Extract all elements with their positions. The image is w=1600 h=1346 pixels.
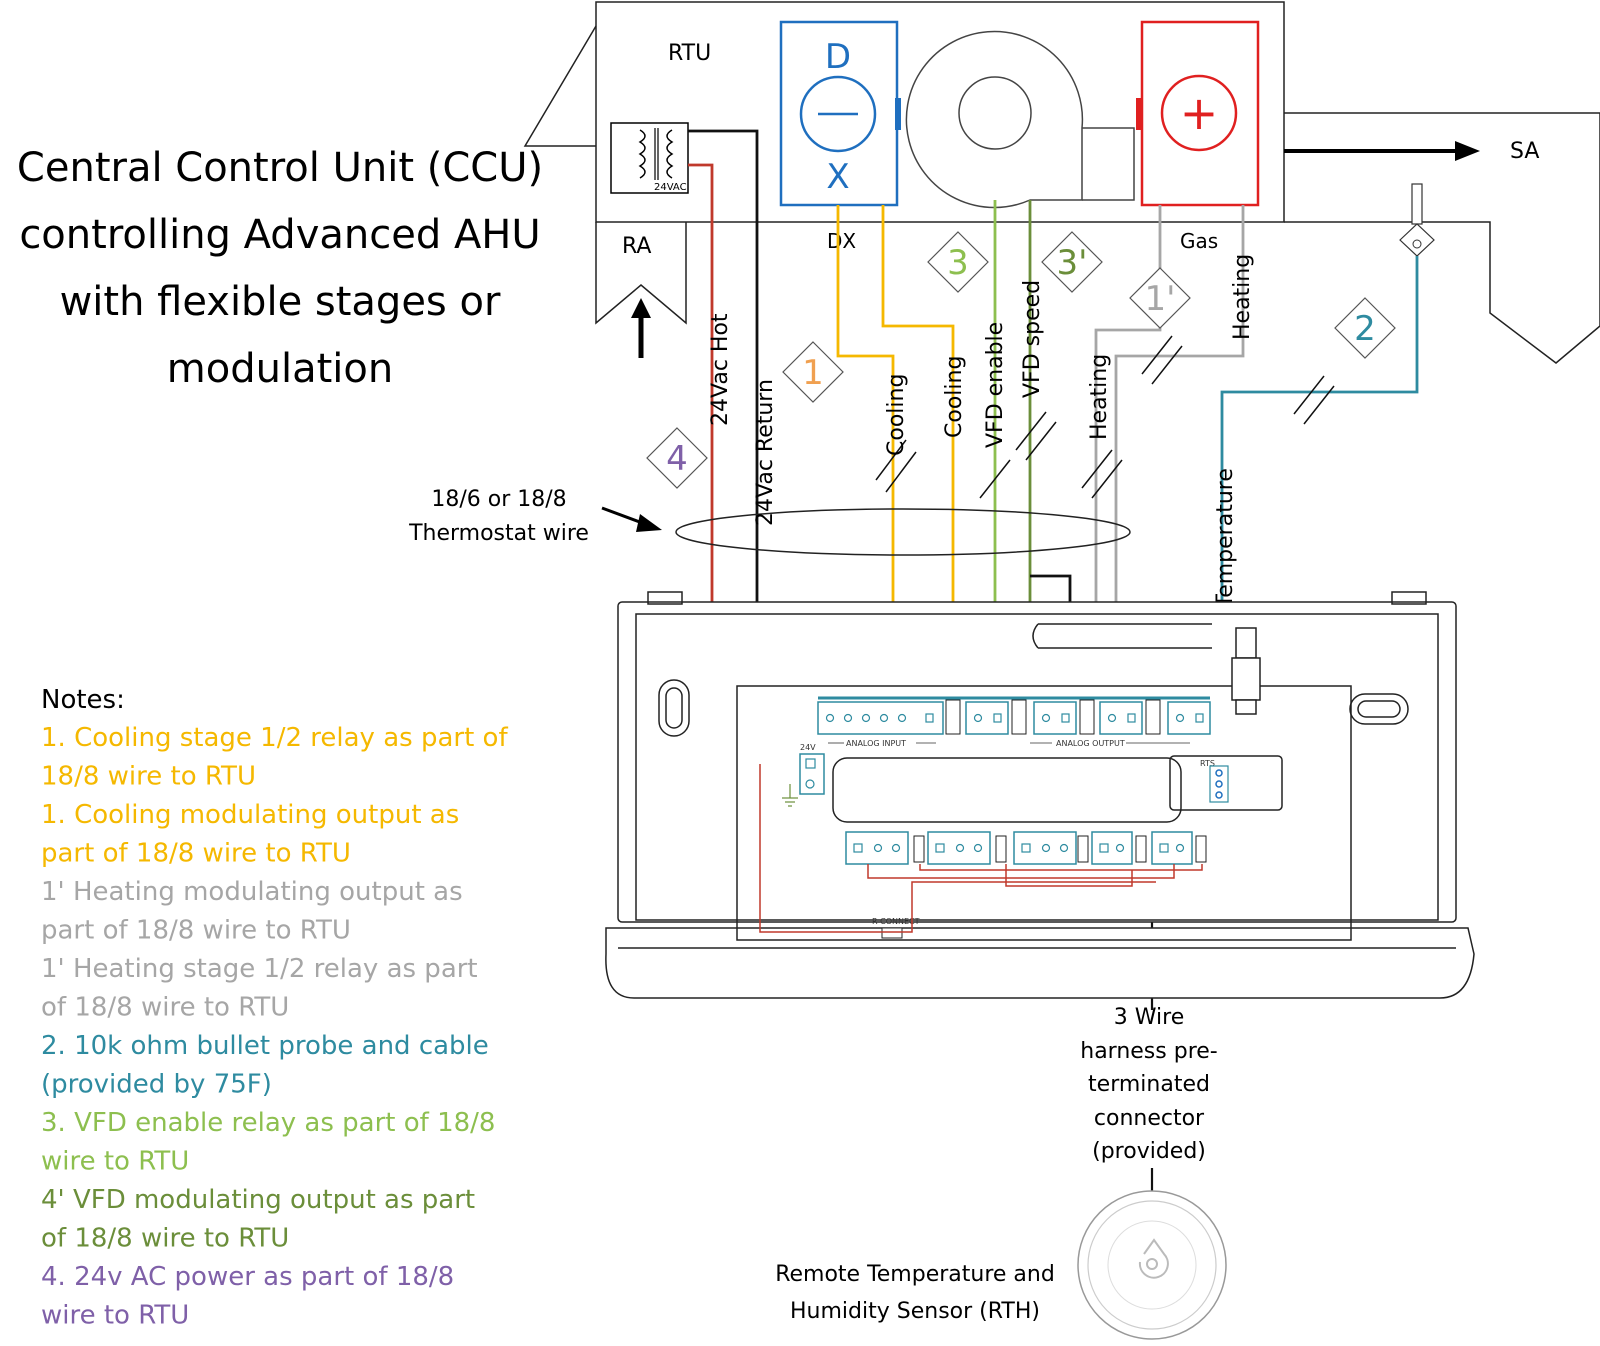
blower-fan-icon: [905, 30, 1135, 209]
badge-1-prime: 1': [1129, 267, 1191, 329]
svg-text:1': 1': [1145, 279, 1176, 319]
note-8-line-2: wire to RTU: [41, 1301, 189, 1331]
svg-text:2: 2: [1354, 309, 1376, 349]
note-6-line-2: wire to RTU: [41, 1147, 189, 1177]
power-24v-label: 24V: [800, 743, 816, 752]
label-heating-1: Heating: [1087, 354, 1112, 440]
bullet-probe-icon: [1399, 183, 1435, 257]
title-line-4: modulation: [167, 346, 393, 392]
note-4-line-1: 1' Heating stage 1/2 relay as part: [41, 954, 478, 984]
ra-label: RA: [622, 234, 651, 259]
relay-terminals: [845, 831, 1193, 865]
note-5-line-1: 2. 10k ohm bullet probe and cable: [41, 1031, 489, 1061]
heater-plus: +: [1180, 86, 1219, 140]
transformer-icon: 24VAC: [610, 122, 689, 194]
gas-heater-icon: +: [1136, 20, 1260, 207]
title-line-1: Central Control Unit (CCU): [17, 145, 543, 191]
analog-output-label: ANALOG OUTPUT: [1056, 739, 1125, 748]
notes-heading: Notes:: [41, 685, 125, 715]
dx-letter-x: X: [826, 157, 849, 197]
svg-text:3: 3: [947, 243, 969, 283]
note-6-line-1: 3. VFD enable relay as part of 18/8: [41, 1108, 495, 1138]
badges: 1 3 3' 1' 2 4: [646, 231, 1396, 489]
badge-2: 2: [1334, 297, 1396, 359]
relay-jumpers: [881, 835, 1207, 939]
badge-4: 4: [646, 427, 708, 489]
notes-list: 1. Cooling stage 1/2 relay as part of 18/…: [41, 723, 508, 1331]
label-vfd-enable: VFD enable: [983, 322, 1008, 448]
thermostat-wire-bundle: [675, 508, 1131, 556]
note-2-line-2: part of 18/8 wire to RTU: [41, 839, 351, 869]
label-heating-2: Heating: [1230, 254, 1255, 340]
analog-input-label: ANALOG INPUT: [846, 739, 906, 748]
note-1-line-1: 1. Cooling stage 1/2 relay as part of: [41, 723, 508, 753]
ccu-enclosure: [605, 591, 1475, 999]
thermostat-wire-label-1: 18/6 or 18/8: [431, 487, 566, 512]
board-traces: [759, 764, 1203, 933]
title-line-3: with flexible stages or: [60, 279, 501, 325]
badge-3-prime: 3': [1041, 231, 1103, 293]
thermostat-wire-label-2: Thermostat wire: [408, 521, 589, 546]
wire-labels: 24Vac Hot 24Vac Return Cooling Cooling V…: [708, 254, 1255, 690]
rts-label: RTS: [1200, 759, 1215, 768]
svg-text:(provided): (provided): [1092, 1139, 1206, 1164]
note-5-line-2: (provided by 75F): [41, 1070, 272, 1100]
svg-text:harness pre-: harness pre-: [1080, 1039, 1217, 1064]
sa-label: SA: [1510, 139, 1539, 164]
note-7-line-1: 4' VFD modulating output as part: [41, 1185, 475, 1215]
ra-arrow-icon: [631, 298, 651, 358]
wire-slash-marks: [875, 335, 1335, 499]
harness-label: 3 Wire harness pre- terminated connector…: [1080, 1005, 1217, 1164]
title-line-2: controlling Advanced AHU: [19, 212, 540, 258]
svg-text:connector: connector: [1094, 1106, 1205, 1131]
badge-3: 3: [927, 231, 989, 293]
probe-jack-icon: [1032, 623, 1261, 715]
dx-letter-d: D: [825, 37, 851, 77]
diagram-title: Central Control Unit (CCU) controlling A…: [17, 145, 543, 392]
rtu-label: RTU: [668, 41, 711, 66]
note-7-line-2: of 18/8 wire to RTU: [41, 1224, 289, 1254]
thermostat-wire-arrow-icon: [601, 506, 662, 532]
notes: Notes: 1. Cooling stage 1/2 relay as par…: [41, 685, 508, 1331]
dx-coil-icon: D X: [779, 20, 901, 207]
note-4-line-2: of 18/8 wire to RTU: [41, 993, 289, 1023]
rts-connector: RTS: [1200, 759, 1229, 803]
wire-heating-2: [1114, 205, 1245, 708]
svg-text:3 Wire: 3 Wire: [1114, 1005, 1184, 1030]
sa-duct: [1284, 112, 1600, 364]
rth-sensor-icon: [1077, 1190, 1227, 1340]
ra-duct: [595, 222, 687, 325]
label-cooling-2: Cooling: [942, 356, 967, 438]
label-vfd-speed: VFD speed: [1020, 280, 1045, 398]
note-8-line-1: 4. 24v AC power as part of 18/8: [41, 1262, 454, 1292]
note-3-line-1: 1' Heating modulating output as: [41, 877, 463, 907]
note-2-line-1: 1. Cooling modulating output as: [41, 800, 459, 830]
rtu-unit: [523, 1, 1600, 364]
note-1-line-2: 18/8 wire to RTU: [41, 762, 256, 792]
svg-text:4: 4: [666, 439, 688, 479]
power-terminal: 24V: [782, 743, 825, 807]
transformer-label: 24VAC: [654, 182, 687, 193]
rtu-box: [595, 1, 1285, 223]
svg-text:3': 3': [1057, 243, 1088, 283]
gas-label: Gas: [1180, 229, 1218, 253]
label-24vac-hot: 24Vac Hot: [708, 313, 733, 426]
sa-arrow-icon: [1284, 141, 1480, 161]
analog-terminals: ANALOG INPUT ANALOG OUTPUT: [817, 696, 1211, 748]
dx-label: DX: [827, 229, 856, 253]
ra-duct-top: [523, 25, 597, 147]
svg-text:terminated: terminated: [1088, 1072, 1210, 1097]
ground-icon: [782, 784, 798, 807]
note-3-line-2: part of 18/8 wire to RTU: [41, 916, 351, 946]
label-cooling-1: Cooling: [884, 374, 909, 456]
svg-text:1: 1: [802, 353, 824, 393]
sensor-label-2: Humidity Sensor (RTH): [790, 1299, 1040, 1324]
r-connect-label: R CONNECT: [872, 917, 920, 926]
label-24vac-return: 24Vac Return: [753, 379, 778, 526]
badge-1: 1: [782, 341, 844, 403]
sensor-label-1: Remote Temperature and: [775, 1262, 1055, 1287]
